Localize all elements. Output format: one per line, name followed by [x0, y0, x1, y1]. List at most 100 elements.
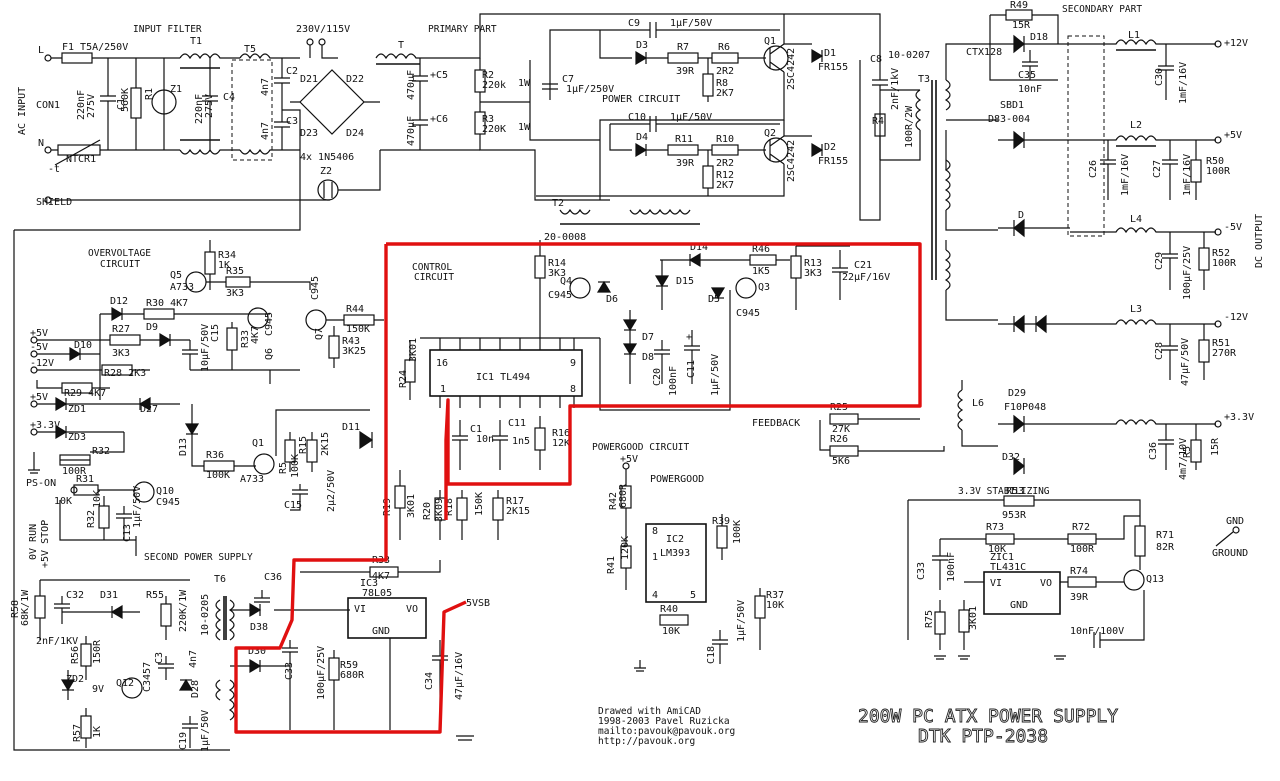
control-circuit: CONTROL CIRCUIT IC1 TL494 16 9 1 8 R24 3… — [382, 240, 945, 540]
svg-text:680R: 680R — [340, 670, 365, 681]
svg-text:68K/1W: 68K/1W — [20, 589, 31, 626]
svg-text:A733: A733 — [240, 474, 264, 485]
svg-text:LM393: LM393 — [660, 548, 690, 559]
svg-text:C35: C35 — [1018, 70, 1036, 81]
section-control-1: CONTROL — [412, 262, 452, 273]
svg-text:D1: D1 — [824, 48, 836, 59]
svg-text:C18: C18 — [706, 646, 717, 664]
svg-text:1µF/50V: 1µF/50V — [670, 18, 712, 29]
svg-text:FR155: FR155 — [818, 156, 848, 167]
svg-text:D4: D4 — [636, 132, 648, 143]
svg-text:CTX128: CTX128 — [966, 47, 1002, 58]
ic1-label: IC1 TL494 — [476, 372, 530, 383]
section-powergood: POWERGOOD CIRCUIT — [592, 442, 690, 453]
svg-text:470µF: 470µF — [406, 70, 417, 100]
svg-text:R49: R49 — [1010, 0, 1028, 11]
svg-text:1µF/50V: 1µF/50V — [736, 600, 747, 642]
svg-text:C28: C28 — [1154, 342, 1165, 360]
svg-text:D32: D32 — [1002, 452, 1020, 463]
svg-text:D: D — [1018, 210, 1024, 221]
svg-text:10K: 10K — [988, 544, 1006, 555]
svg-text:VI: VI — [354, 604, 366, 615]
svg-text:D11: D11 — [342, 422, 360, 433]
svg-text:R15: R15 — [298, 436, 309, 454]
svg-text:D29: D29 — [1008, 388, 1026, 399]
svg-text:10K: 10K — [766, 600, 784, 611]
svg-text:Q6: Q6 — [264, 348, 275, 360]
svg-text:C945: C945 — [156, 497, 180, 508]
svg-text:4n7: 4n7 — [260, 122, 271, 140]
svg-text:C7: C7 — [562, 74, 574, 85]
svg-text:2SC4242: 2SC4242 — [786, 48, 797, 90]
svg-text:8: 8 — [652, 526, 658, 537]
svg-text:78L05: 78L05 — [362, 588, 392, 599]
svg-text:R71: R71 — [1156, 530, 1174, 541]
svg-text:C21: C21 — [854, 260, 872, 271]
svg-text:R58: R58 — [10, 600, 21, 618]
section-power-circuit: POWER CIRCUIT — [602, 94, 680, 105]
svg-text:T6: T6 — [214, 574, 226, 585]
svg-text:VO: VO — [1040, 578, 1052, 589]
svg-text:10n: 10n — [476, 434, 494, 445]
svg-text:3K01: 3K01 — [406, 494, 417, 518]
svg-text:22µF/16V: 22µF/16V — [842, 272, 890, 283]
svg-text:100K: 100K — [206, 470, 230, 481]
svg-text:82R: 82R — [1156, 542, 1175, 553]
svg-text:L1: L1 — [1128, 30, 1140, 41]
svg-text:220nF: 220nF — [194, 94, 205, 124]
voltage-select-label: 230V/115V — [296, 24, 350, 35]
svg-text:TL431C: TL431C — [990, 562, 1026, 573]
ps-on-label: PS-ON — [26, 478, 56, 489]
svg-text:D10: D10 — [74, 340, 92, 351]
svg-text:2K15: 2K15 — [506, 506, 530, 517]
svg-text:39R: 39R — [676, 158, 695, 169]
svg-text:D3: D3 — [636, 40, 648, 51]
svg-text:10nF/100V: 10nF/100V — [1070, 626, 1124, 637]
svg-text:R11: R11 — [675, 134, 693, 145]
svg-text:9: 9 — [570, 358, 576, 369]
svg-text:Q12: Q12 — [116, 678, 134, 689]
svg-text:L: L — [38, 45, 44, 56]
svg-text:R41: R41 — [606, 556, 617, 574]
svg-text:220K/1W: 220K/1W — [178, 589, 189, 632]
svg-text:9V: 9V — [92, 684, 104, 695]
svg-text:3K3: 3K3 — [112, 348, 130, 359]
svg-text:D22: D22 — [346, 74, 364, 85]
svg-text:L3: L3 — [1130, 304, 1142, 315]
svg-text:C945: C945 — [736, 308, 760, 319]
powergood-circuit: POWERGOOD CIRCUIT +5V POWERGOOD R42 680R… — [592, 442, 784, 672]
svg-text:2nF/1kV: 2nF/1kV — [890, 68, 901, 110]
svg-text:R42: R42 — [608, 492, 619, 510]
svg-text:L2: L2 — [1130, 120, 1142, 131]
svg-text:R72: R72 — [1072, 522, 1090, 533]
svg-text:100K: 100K — [732, 520, 743, 544]
svg-text:15R: 15R — [1012, 20, 1031, 31]
svg-text:D38: D38 — [250, 622, 268, 633]
svg-text:R37: R37 — [766, 590, 784, 601]
svg-text:R35: R35 — [226, 266, 244, 277]
ic1-tl494: IC1 TL494 16 9 1 8 — [420, 290, 731, 411]
svg-text:NTCR1: NTCR1 — [66, 154, 96, 165]
svg-text:R24: R24 — [398, 370, 409, 388]
svg-text:C3: C3 — [286, 116, 298, 127]
svg-text:C33: C33 — [916, 562, 927, 580]
svg-text:D14: D14 — [690, 242, 708, 253]
section-stabilizing: 3.3V STABILIZING — [958, 486, 1050, 497]
svg-text:3K3: 3K3 — [226, 288, 244, 299]
svg-text:C27: C27 — [1152, 160, 1163, 178]
title-line-1: 200W PC ATX POWER SUPPLY — [858, 706, 1118, 727]
svg-text:D15: D15 — [676, 276, 694, 287]
input-p5-ov: +5V — [30, 328, 48, 339]
svg-text:C20: C20 — [652, 368, 663, 386]
svg-text:C33: C33 — [284, 662, 295, 680]
svg-text:D12: D12 — [110, 296, 128, 307]
svg-text:100R/2W: 100R/2W — [904, 105, 915, 148]
svg-text:10µF/50V: 10µF/50V — [200, 324, 211, 372]
svg-text:C945: C945 — [548, 290, 572, 301]
svg-text:100R: 100R — [1212, 258, 1237, 269]
svg-text:1mF/16V: 1mF/16V — [1182, 154, 1193, 196]
output-p5: +5V — [1224, 130, 1242, 141]
svg-text:Q10: Q10 — [156, 486, 174, 497]
svg-text:2R2: 2R2 — [716, 66, 734, 77]
